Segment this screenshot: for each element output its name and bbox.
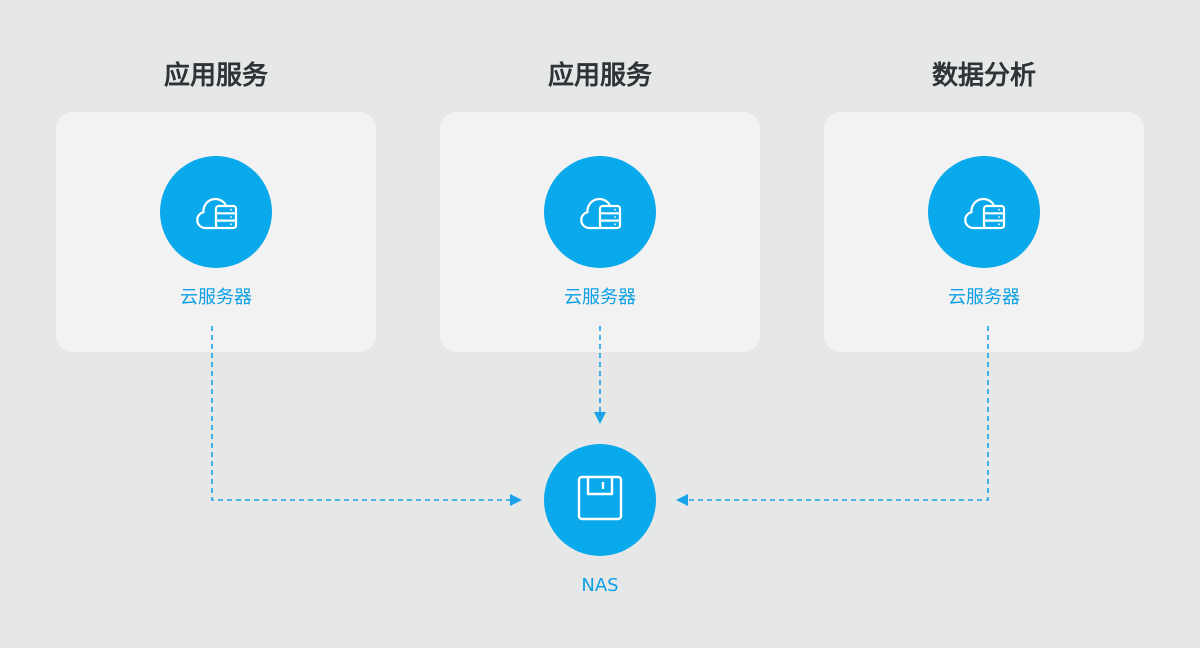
- connector-left: [211, 326, 512, 501]
- connector-right: [688, 326, 989, 501]
- column-title-1: 应用服务: [163, 61, 268, 91]
- arrowhead-middle: [594, 412, 606, 424]
- node-label-3: 云服务器: [948, 287, 1020, 308]
- cloud-server-icon: [956, 182, 1012, 242]
- nas-node: [544, 444, 656, 556]
- service-card-2: 云服务器: [440, 112, 760, 352]
- arrowhead-left: [510, 494, 522, 506]
- storage-disk-icon: [572, 470, 628, 530]
- node-label-2: 云服务器: [564, 287, 636, 308]
- service-card-3: 云服务器: [824, 112, 1144, 352]
- cloud-server-node-3: [928, 156, 1040, 268]
- cloud-server-icon: [572, 182, 628, 242]
- column-title-3: 数据分析: [931, 61, 1036, 91]
- cloud-server-icon: [188, 182, 244, 242]
- service-card-1: 云服务器: [56, 112, 376, 352]
- node-label-1: 云服务器: [180, 287, 252, 308]
- nas-label: NAS: [581, 575, 619, 596]
- arrowhead-right: [676, 494, 688, 506]
- cloud-server-node-2: [544, 156, 656, 268]
- cloud-server-node-1: [160, 156, 272, 268]
- column-title-2: 应用服务: [547, 61, 652, 91]
